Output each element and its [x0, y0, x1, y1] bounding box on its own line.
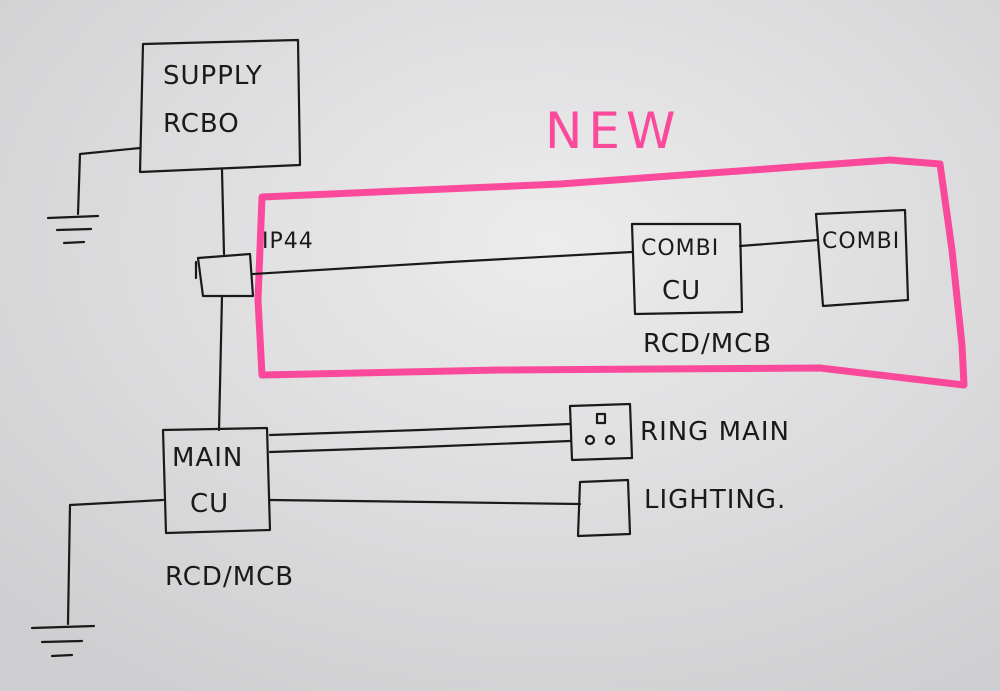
lighting-label: LIGHTING. — [644, 485, 786, 515]
supply-to-ip44-wire — [220, 168, 226, 256]
main-cu-caption: RCD/MCB — [165, 562, 294, 592]
combi-cu-label: COMBI — [641, 236, 719, 261]
combi-cu-sub-label: CU — [662, 276, 701, 306]
supply-earth-icon — [46, 146, 142, 245]
lighting-box-icon — [576, 478, 632, 538]
ring-main-socket-icon — [568, 402, 634, 462]
combi-cu-box: COMBI CU RCD/MCB — [630, 222, 772, 359]
lighting-wire — [268, 498, 582, 506]
new-region-outline — [254, 156, 968, 389]
main-label: MAIN — [172, 443, 243, 473]
combi-cu-to-combi-wire — [738, 238, 820, 248]
ip44-to-main-wire — [217, 294, 224, 432]
supply-rcbo-box: SUPPLY RCBO — [138, 38, 302, 174]
combi-label: COMBI — [822, 229, 900, 254]
rcbo-label: RCBO — [163, 109, 240, 139]
new-label: NEW — [545, 102, 681, 160]
combi-cu-caption: RCD/MCB — [643, 329, 772, 359]
main-cu-box: MAIN CU RCD/MCB — [161, 426, 294, 592]
main-cu-sub-label: CU — [190, 489, 229, 519]
ip44-to-combi-cu-wire — [251, 250, 634, 276]
ring-main-label: RING MAIN — [640, 417, 790, 447]
ring-main-wire-upper — [268, 422, 572, 437]
ip44-label: IP44 — [262, 229, 314, 254]
ip44-junction-box: IP44 — [194, 229, 314, 298]
main-earth-icon — [30, 498, 165, 658]
combi-box: COMBI — [814, 208, 910, 308]
ring-main-wire-lower — [268, 439, 572, 454]
supply-label: SUPPLY — [163, 61, 263, 91]
